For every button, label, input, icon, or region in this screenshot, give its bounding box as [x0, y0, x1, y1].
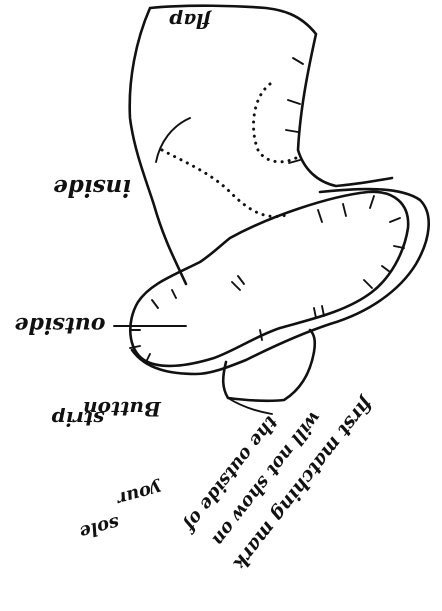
note-line-your: your: [113, 477, 164, 510]
flap-label: flap: [169, 9, 213, 33]
flap-dotted-arc: [254, 84, 296, 162]
boot-upper-outline: [130, 6, 392, 284]
outside-label: outside: [15, 312, 106, 338]
strip-label: strip: [52, 407, 106, 431]
inside-dotted-line: [162, 150, 290, 217]
button-strip-outline: [223, 330, 315, 401]
inner-sole-outline: [130, 192, 408, 366]
inside-label: inside: [53, 174, 131, 201]
inside-leader: [156, 118, 190, 162]
upper-edge-ticks: [286, 58, 303, 163]
note-line-sole: sole: [77, 512, 122, 543]
